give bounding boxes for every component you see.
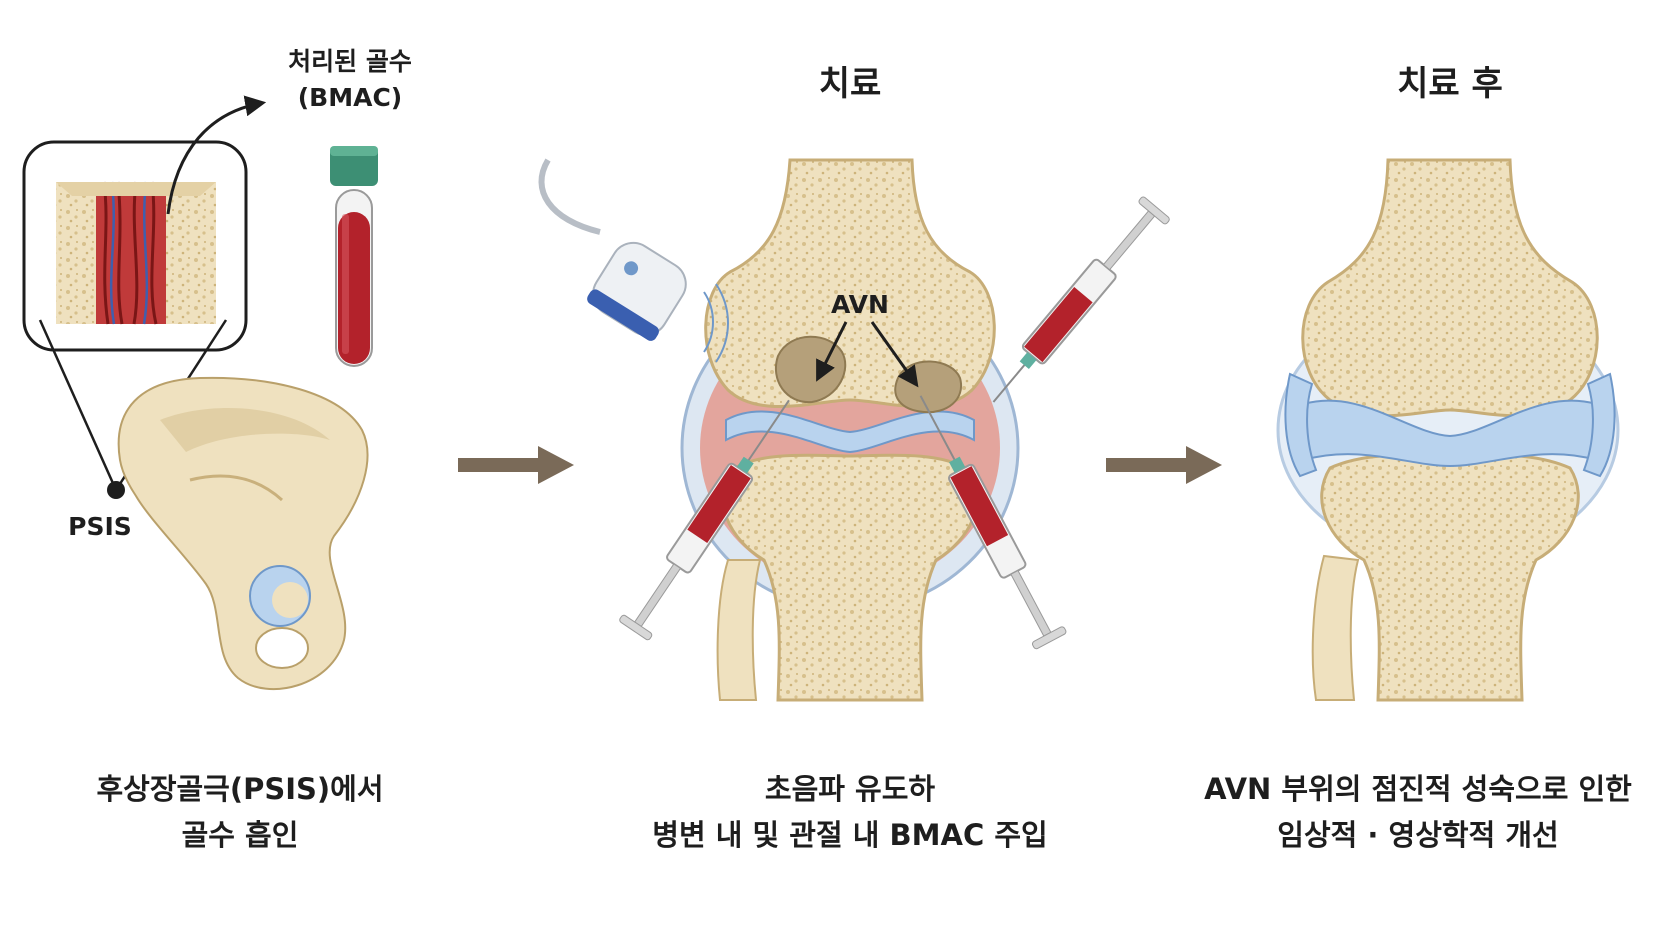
panel-aspiration <box>22 95 378 691</box>
bmac-label-line: (BMAC) <box>297 83 403 112</box>
avn-pointer-right <box>870 321 919 388</box>
avn-pointer-left <box>816 321 848 382</box>
process-arrow-icon <box>1106 446 1222 484</box>
psis-label: PSIS <box>68 512 132 541</box>
bmac-arrow-icon <box>166 95 267 215</box>
syringe-icon <box>919 395 1067 650</box>
caption-line: 골수 흡인 <box>181 818 299 852</box>
treatment-title: 치료 <box>818 64 882 104</box>
test-tube-icon <box>330 146 378 367</box>
panel-after <box>1276 158 1620 702</box>
caption-line: AVN 부위의 점진적 성숙으로 인한 <box>1204 772 1632 806</box>
marrow-inset <box>22 140 248 352</box>
ultrasound-probe-icon <box>538 158 729 363</box>
aspiration-caption: 후상장골극(PSIS)에서 골수 흡인 <box>60 766 420 858</box>
pelvis-illustration <box>117 376 369 691</box>
syringe-icon <box>619 399 790 641</box>
psis-marker <box>107 481 125 499</box>
caption-line: 임상적 · 영상학적 개선 <box>1277 818 1559 852</box>
avn-lesion-left <box>775 335 847 404</box>
syringe-icon <box>992 196 1170 403</box>
caption-line: 초음파 유도하 <box>764 772 936 806</box>
panel-treatment <box>538 158 1170 702</box>
zoom-line-left <box>38 319 118 491</box>
avn-label: AVN <box>831 290 889 319</box>
process-arrow-icon <box>458 446 574 484</box>
after-treatment-title: 치료 후 <box>1397 64 1503 104</box>
treatment-caption: 초음파 유도하 병변 내 및 관절 내 BMAC 주입 <box>620 766 1080 858</box>
after-caption: AVN 부위의 점진적 성숙으로 인한 임상적 · 영상학적 개선 <box>1168 766 1668 858</box>
caption-line: 병변 내 및 관절 내 BMAC 주입 <box>652 818 1048 852</box>
caption-line: 후상장골극(PSIS)에서 <box>96 772 384 806</box>
bmac-label: 처리된 골수 (BMAC) <box>250 44 450 116</box>
bmac-label-line: 처리된 골수 <box>288 47 412 76</box>
